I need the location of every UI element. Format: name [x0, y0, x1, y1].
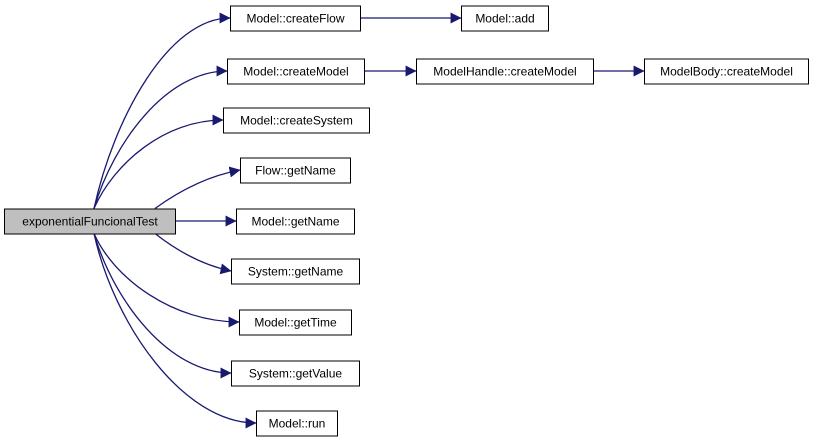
node-box[interactable] — [231, 360, 360, 387]
edge-path — [93, 114, 224, 209]
node-system-getvalue[interactable]: System::getValue — [231, 360, 360, 387]
node-box[interactable] — [231, 258, 360, 285]
edge-exponentialfuncionaltest-to-getvalue — [93, 233, 232, 379]
node-model-createmodel[interactable]: Model::createModel — [227, 58, 365, 85]
node-label: ModelHandle::createModel — [433, 65, 576, 79]
edges-layer — [93, 12, 645, 429]
edge-path — [93, 65, 228, 209]
edge-path — [93, 233, 232, 379]
node-model-createflow[interactable]: Model::createFlow — [230, 5, 361, 32]
edge-path — [93, 233, 257, 429]
node-exponentialfuncionaltest[interactable]: exponentialFuncionalTest — [4, 208, 176, 235]
edge-path — [93, 12, 231, 209]
edge-path — [154, 166, 241, 210]
node-box[interactable] — [644, 58, 809, 85]
node-flow-getname[interactable]: Flow::getName — [240, 157, 351, 184]
node-model-add[interactable]: Model::add — [461, 5, 549, 32]
node-label: Model::add — [475, 12, 534, 26]
edge-exponentialfuncionaltest-to-createflow — [93, 12, 231, 209]
node-box[interactable] — [223, 107, 370, 134]
node-label: Flow::getName — [255, 164, 336, 178]
node-model-run[interactable]: Model::run — [256, 410, 338, 437]
node-box[interactable] — [4, 208, 176, 235]
node-model-gettime[interactable]: Model::getTime — [239, 309, 352, 336]
edge-path — [154, 232, 232, 275]
edge-path — [93, 233, 240, 328]
node-box[interactable] — [461, 5, 549, 32]
node-modelhandle-createmodel[interactable]: ModelHandle::createModel — [416, 58, 594, 85]
edge-exponentialfuncionaltest-to-createmodel — [93, 65, 228, 209]
node-label: Model::createFlow — [246, 12, 344, 26]
edge-exponentialfuncionaltest-to-run — [93, 233, 257, 429]
node-box[interactable] — [239, 309, 352, 336]
edge-exponentialfuncionaltest-to-createsystem — [93, 114, 224, 209]
node-label: System::getValue — [249, 367, 342, 381]
node-box[interactable] — [227, 58, 365, 85]
node-label: Model::run — [269, 417, 326, 431]
edge-exponentialfuncionaltest-to-systemgetname — [154, 232, 232, 275]
edge-exponentialfuncionaltest-to-gettime — [93, 233, 240, 328]
node-label: Model::getTime — [254, 316, 337, 330]
node-model-createsystem[interactable]: Model::createSystem — [223, 107, 370, 134]
node-label: Model::getName — [251, 215, 339, 229]
nodes-layer: exponentialFuncionalTest Model::createFlo… — [4, 5, 809, 437]
node-label: exponentialFuncionalTest — [22, 215, 158, 229]
node-label: System::getName — [248, 265, 344, 279]
edge-exponentialfuncionaltest-to-flowgetname — [154, 166, 241, 210]
node-box[interactable] — [230, 5, 361, 32]
node-label: ModelBody::createModel — [660, 65, 793, 79]
node-box[interactable] — [240, 157, 351, 184]
node-box[interactable] — [256, 410, 338, 437]
node-box[interactable] — [416, 58, 594, 85]
node-label: Model::createModel — [243, 65, 348, 79]
node-system-getname[interactable]: System::getName — [231, 258, 360, 285]
node-box[interactable] — [236, 208, 355, 235]
node-model-getname[interactable]: Model::getName — [236, 208, 355, 235]
node-modelbody-createmodel[interactable]: ModelBody::createModel — [644, 58, 809, 85]
node-label: Model::createSystem — [240, 114, 353, 128]
